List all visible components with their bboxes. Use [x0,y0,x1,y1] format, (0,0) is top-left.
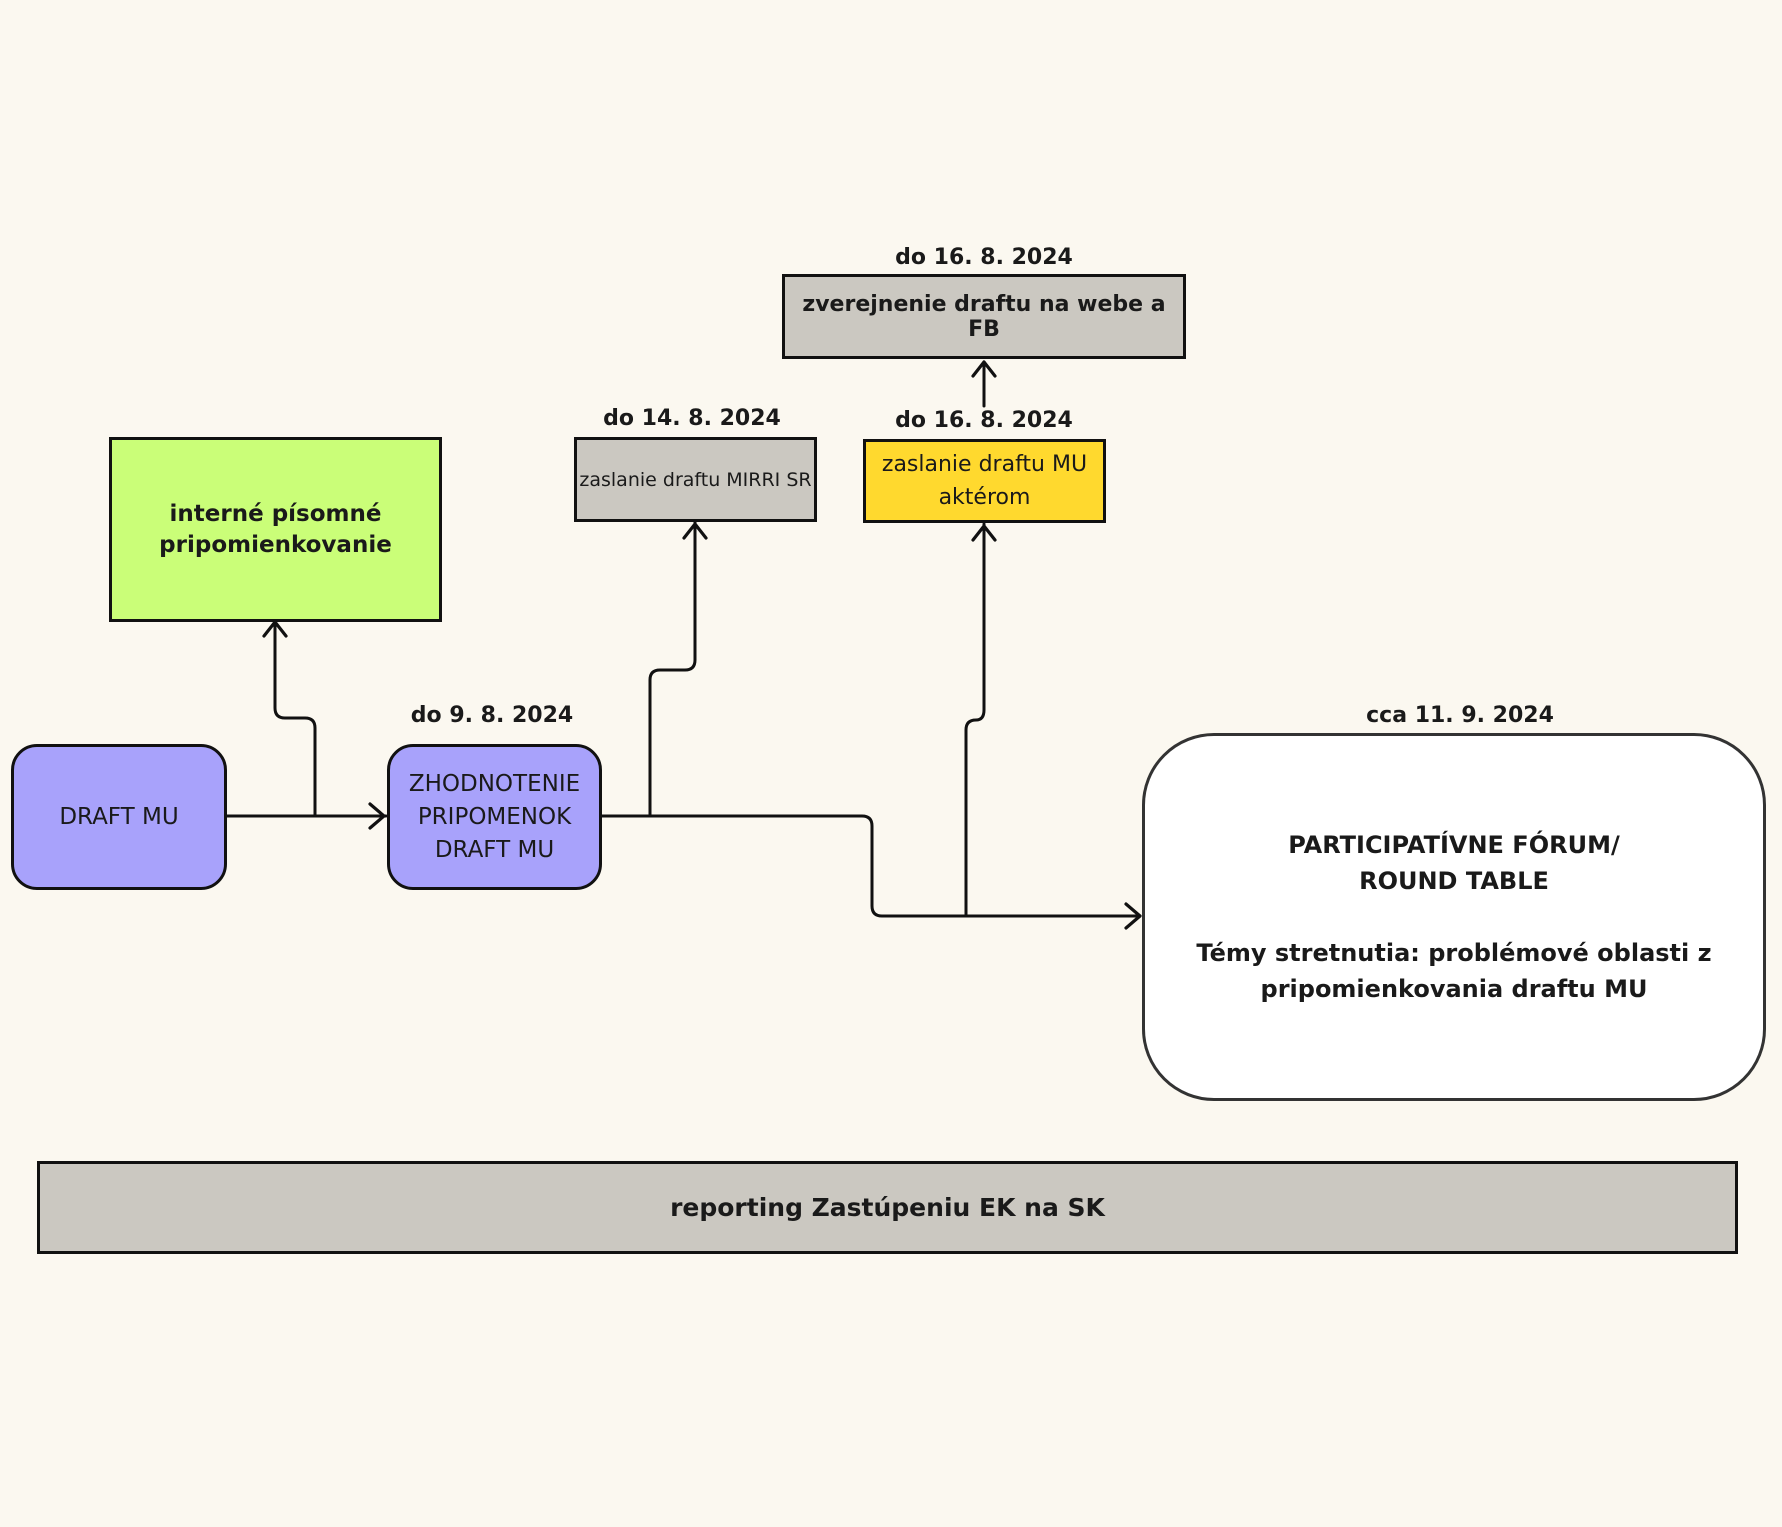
node-akterom-label: zaslanie draftu MU aktérom [881,452,1088,510]
node-zhodnotenie: ZHODNOTENIE PRIPOMENOK DRAFT MU [387,744,602,890]
node-mirri: zaslanie draftu MIRRI SR [574,437,817,522]
date-zhodnotenie: do 9. 8. 2024 [410,703,574,728]
edge-zhodnotenie-to-forum [599,814,1142,918]
arrowhead-zverejnenie [971,360,997,378]
node-zverejnenie-label: zverejnenie draftu na webe a FB [802,291,1166,342]
arrowhead-zhodnotenie [368,802,386,830]
arrowhead-mirri [682,522,708,540]
node-reporting-label: reporting Zastúpeniu EK na SK [670,1193,1105,1222]
node-interne: interné písomné pripomienkovanie [109,437,442,622]
node-forum-title: PARTICIPATÍVNE FÓRUM/ ROUND TABLE [1288,831,1620,895]
arrowhead-akterom [971,524,997,542]
node-reporting: reporting Zastúpeniu EK na SK [37,1161,1738,1254]
edge-draft-to-interne [273,619,317,818]
node-forum-topics: Témy stretnutia: problémové oblasti z pr… [1196,939,1712,1003]
node-draft-mu-label: DRAFT MU [59,803,179,830]
node-mirri-label: zaslanie draftu MIRRI SR [579,468,812,491]
edge-forumline-to-akterom [964,522,986,918]
node-zhodnotenie-label: ZHODNOTENIE PRIPOMENOK DRAFT MU [408,770,581,863]
node-forum: PARTICIPATÍVNE FÓRUM/ ROUND TABLE Témy s… [1142,733,1766,1101]
date-mirri: do 14. 8. 2024 [603,406,781,431]
date-akterom: do 16. 8. 2024 [895,408,1073,433]
arrowhead-forum [1124,902,1142,930]
node-interne-label: interné písomné pripomienkovanie [159,500,392,558]
date-zverejnenie: do 16. 8. 2024 [895,245,1073,270]
node-akterom: zaslanie draftu MU aktérom [863,439,1106,523]
edge-zhodnotenie-to-mirri [648,520,697,818]
node-zverejnenie: zverejnenie draftu na webe a FB [782,274,1186,359]
date-forum: cca 11. 9. 2024 [1366,703,1554,728]
node-draft-mu: DRAFT MU [11,744,227,890]
arrowhead-interne [262,620,288,638]
